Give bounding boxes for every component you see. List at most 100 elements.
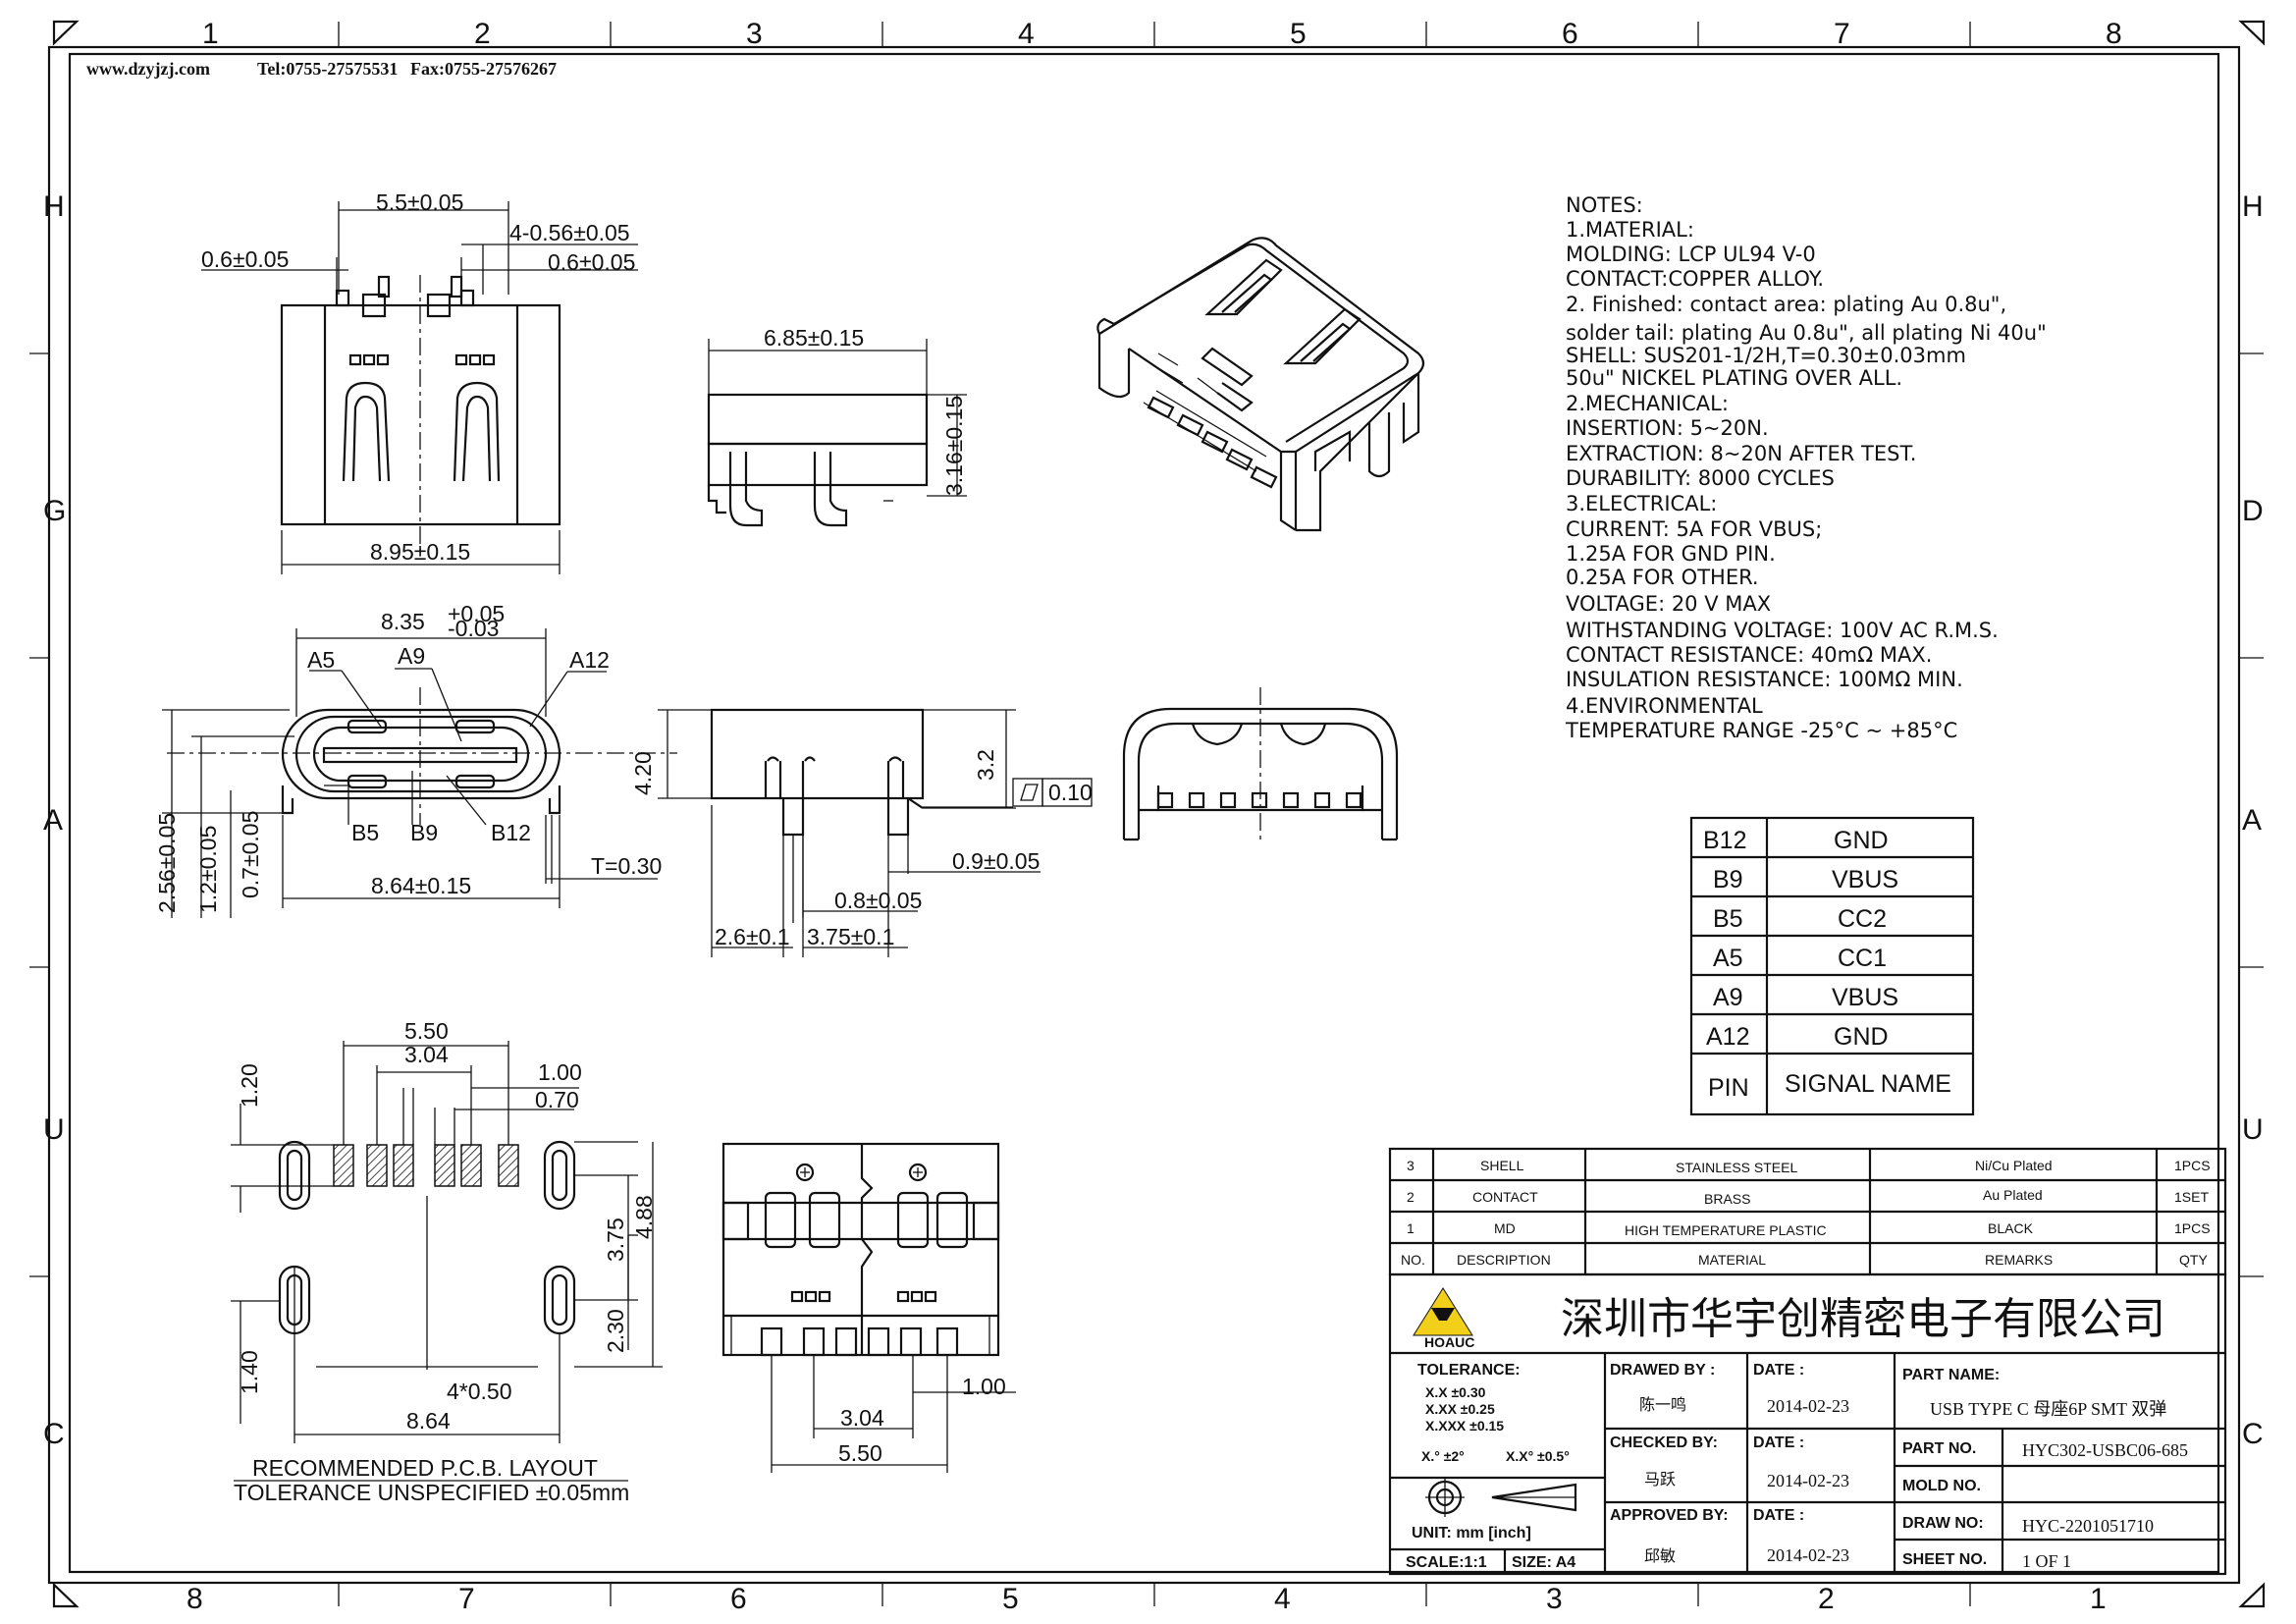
zone-left-a: A	[43, 804, 63, 837]
zone-top-5: 5	[1290, 18, 1307, 50]
front-view: 8.35 +0.05 -0.03 A5 A9 A12 B5 B9 B12 8.6…	[154, 601, 677, 918]
note-line: TEMPERATURE RANGE -25°C ~ +85°C	[1565, 719, 1957, 742]
side-view: 6.85±0.15 3.16±0.15	[707, 325, 967, 527]
note-line: VOLTAGE: 20 V MAX	[1566, 592, 1771, 616]
note-line: 1.25A FOR GND PIN.	[1566, 542, 1776, 566]
dim-pcb-4x0-50: 4*0.50	[447, 1379, 512, 1404]
bom-header-remarks: REMARKS	[1985, 1252, 2053, 1268]
note-line: MOLDING: LCP UL94 V-0	[1566, 243, 1816, 266]
dim-right-2-6: 2.6±0.1	[715, 924, 790, 949]
dim-front-tol-plus: +0.05	[448, 601, 505, 626]
bom-qty: 1PCS	[2174, 1220, 2211, 1236]
zone-right-h: H	[2242, 190, 2264, 223]
dim-right-3-2: 3.2	[973, 749, 998, 781]
pin-table-header-signal: SIGNAL NAME	[1785, 1070, 1951, 1098]
dim-front-thickness: T=0.30	[591, 853, 662, 879]
date-label-3: DATE :	[1753, 1507, 1804, 1524]
dim-bottom-1-00: 1.00	[962, 1374, 1006, 1399]
bom-remarks: BLACK	[1988, 1220, 2034, 1236]
sheet-no-value: 1 OF 1	[2022, 1551, 2071, 1571]
draw-no-label: DRAW NO:	[1902, 1515, 1984, 1532]
note-line: INSULATION RESISTANCE: 100MΩ MIN.	[1566, 668, 1963, 691]
rear-view	[1122, 687, 1399, 844]
note-line: EXTRACTION: 8~20N AFTER TEST.	[1566, 442, 1916, 465]
zone-bottom-7: 7	[458, 1583, 475, 1615]
pin-table-pin: A9	[1713, 984, 1743, 1011]
note-line: SHELL: SUS201-1/2H,T=0.30±0.03mm	[1566, 344, 1966, 367]
dim-bottom-5-50: 5.50	[838, 1440, 882, 1466]
pin-table-signal: GND	[1834, 1023, 1889, 1051]
dim-pcb-8-64: 8.64	[406, 1408, 451, 1434]
approved-by-name: 邱敏	[1644, 1547, 1676, 1565]
pin-table-signal: GND	[1834, 827, 1889, 854]
dim-side-length-6-85: 6.85±0.15	[764, 325, 864, 351]
zone-left-c: C	[43, 1418, 65, 1450]
pcb-layout: 5.50 3.04 1.00 0.70 1.20 3.75 4.88 2.30 …	[231, 1018, 663, 1505]
checked-by-label: CHECKED BY:	[1610, 1435, 1718, 1451]
pin-table-pin: B5	[1713, 905, 1743, 933]
tolerance-xxx: X.XXX ±0.15	[1425, 1418, 1504, 1434]
dim-pcb-4-88: 4.88	[631, 1195, 657, 1239]
company-logo: HOAUC	[1413, 1287, 1474, 1350]
bom-material: HIGH TEMPERATURE PLASTIC	[1625, 1222, 1827, 1238]
date-checked: 2014-02-23	[1767, 1471, 1849, 1490]
dim-front-tol-minus: -0.03	[448, 616, 499, 641]
dim-pcb-3-04: 3.04	[404, 1042, 449, 1067]
note-line: DURABILITY: 8000 CYCLES	[1566, 466, 1835, 490]
sheet-border: 1 2 3 4 5 6 7 8 8 7 6 5 4 3 2 1 H G A U …	[29, 18, 2266, 1615]
zone-bottom-5: 5	[1002, 1583, 1019, 1615]
note-line: NOTES:	[1566, 193, 1643, 217]
dim-top-4-pins: 4-0.56±0.05	[509, 220, 630, 245]
bom-no: 2	[1407, 1189, 1415, 1205]
dim-top-overall-8-95: 8.95±0.15	[370, 539, 470, 565]
dim-top-right-0-6: 0.6±0.05	[548, 249, 635, 275]
zone-bottom-8: 8	[187, 1583, 203, 1615]
note-line: CURRENT: 5A FOR VBUS;	[1566, 517, 1822, 541]
drawn-by-name: 陈一鸣	[1639, 1396, 1686, 1414]
dim-pcb-2-30: 2.30	[603, 1309, 628, 1353]
bom-table: 3 SHELL STAINLESS STEEL Ni/Cu Plated 1PC…	[1388, 1147, 2227, 1276]
zone-left-g: G	[43, 495, 66, 527]
projection-symbol-icon	[1425, 1478, 1577, 1517]
note-line: 1.MATERIAL:	[1566, 218, 1694, 242]
pcb-caption-line1: RECOMMENDED P.C.B. LAYOUT	[252, 1455, 598, 1481]
dim-pcb-1-40: 1.40	[237, 1350, 262, 1394]
note-line: 3.ELECTRICAL:	[1566, 492, 1717, 515]
size-label: SIZE: A4	[1512, 1554, 1575, 1571]
part-name-label: PART NAME:	[1902, 1367, 2000, 1383]
dim-pcb-3-75: 3.75	[603, 1218, 628, 1262]
zone-bottom-2: 2	[1818, 1583, 1835, 1615]
zone-top-3: 3	[746, 18, 763, 50]
fax-text: Fax:0755-27576267	[410, 59, 557, 79]
label-pin-a5: A5	[307, 647, 335, 673]
pin-table-pin: B9	[1713, 866, 1743, 893]
label-pin-b5: B5	[351, 820, 379, 845]
date-drawn: 2014-02-23	[1767, 1396, 1849, 1416]
scale-label: SCALE:1:1	[1406, 1554, 1487, 1571]
pin-table-signal: VBUS	[1832, 866, 1898, 893]
dim-front-1-2: 1.2±0.05	[195, 826, 221, 913]
bom-desc: MD	[1494, 1220, 1516, 1236]
date-approved: 2014-02-23	[1767, 1545, 1849, 1565]
bom-desc: CONTACT	[1472, 1189, 1538, 1205]
zone-right-a: A	[2242, 804, 2262, 837]
note-line: 4.ENVIRONMENTAL	[1566, 694, 1763, 718]
tolerance-angle-1: X.° ±2°	[1421, 1448, 1465, 1464]
pin-signal-table: B12 GND B9 VBUS B5 CC2 A5 CC1 A9 VBUS A1…	[1689, 816, 1975, 1116]
note-line: WITHSTANDING VOLTAGE: 100V AC R.M.S.	[1566, 619, 1999, 642]
zone-right-u: U	[2242, 1113, 2264, 1146]
part-no-value: HYC302-USBC06-685	[2022, 1440, 2188, 1460]
zone-right-c: C	[2242, 1418, 2264, 1450]
dim-front-8-35: 8.35	[381, 609, 425, 634]
dim-bottom-3-04: 3.04	[840, 1405, 884, 1431]
bom-no: 3	[1407, 1158, 1415, 1173]
note-line: 2.MECHANICAL:	[1566, 392, 1729, 415]
pin-table-signal: VBUS	[1832, 984, 1898, 1011]
zone-top-1: 1	[202, 18, 219, 50]
zone-left-h: H	[43, 190, 65, 223]
sheet-no-label: SHEET NO.	[1902, 1551, 1987, 1568]
dim-top-left-0-6: 0.6±0.05	[201, 246, 289, 272]
note-line: CONTACT:COPPER ALLOY.	[1566, 267, 1824, 291]
dim-front-2-56: 2.56±0.05	[154, 813, 180, 913]
